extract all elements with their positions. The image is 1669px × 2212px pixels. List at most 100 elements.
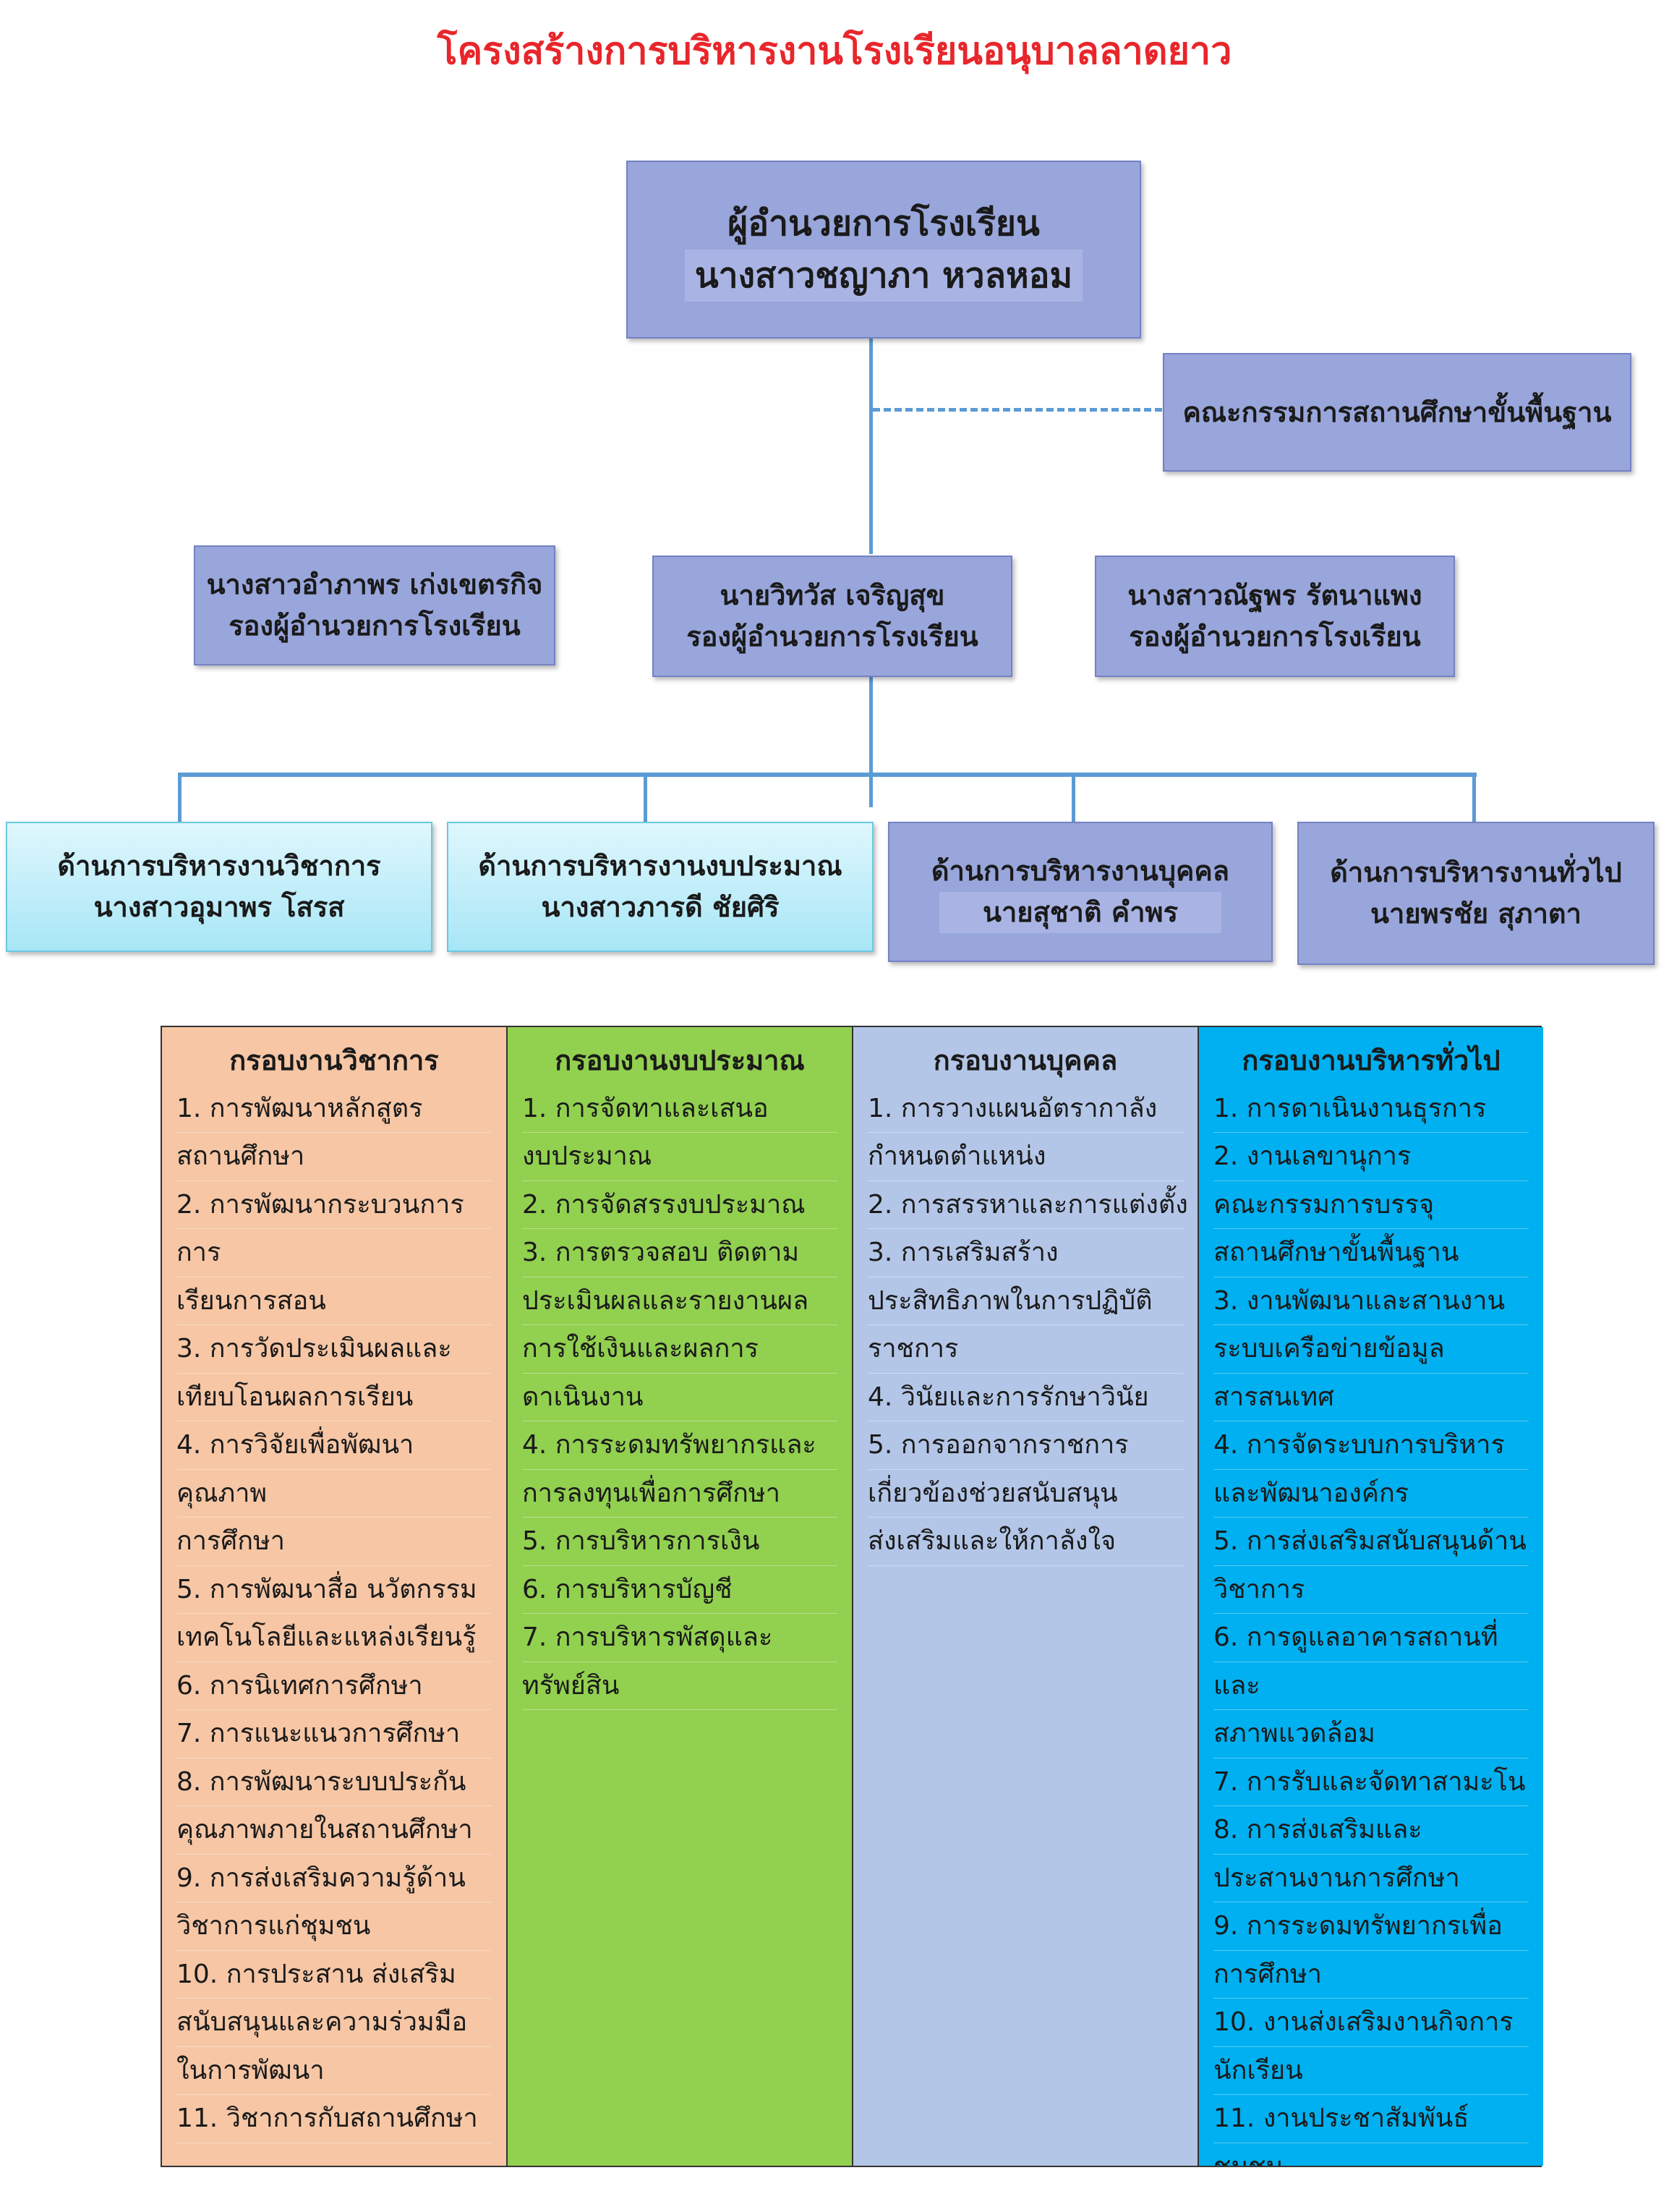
connector-deputy-to-bar <box>869 677 873 807</box>
connector-committee-dashed <box>873 408 1162 412</box>
framework-item: 7. การบริหารพัสดุและ <box>522 1614 837 1662</box>
framework-item: 7. การรับและจัดทาสามะโน <box>1213 1758 1529 1806</box>
framework-item: 5. การพัฒนาสื่อ นวัตกรรม <box>176 1566 492 1614</box>
framework-item: 5. การส่งเสริมสนับสนุนด้าน <box>1213 1518 1529 1566</box>
framework-column-budget: กรอบงานงบประมาณ 1. การจัดทาและเสนองบประม… <box>508 1027 853 2166</box>
framework-item: สถานศึกษาขั้นพื้นฐาน <box>1213 1229 1529 1277</box>
deputy-name: นายวิทวัส เจริญสุข <box>720 579 945 611</box>
framework-item: การลงทุนเพื่อการศึกษา <box>522 1470 837 1518</box>
framework-item: 6. การนิเทศการศึกษา <box>176 1662 492 1710</box>
framework-column-academic: กรอบงานวิชาการ 1. การพัฒนาหลักสูตรสถานศึ… <box>162 1027 508 2166</box>
framework-item: ส่งเสริมและให้กาลังใจ <box>868 1518 1183 1566</box>
framework-item: 3. งานพัฒนาและสานงาน <box>1213 1277 1529 1325</box>
framework-item: 4. วินัยและการรักษาวินัย <box>868 1374 1183 1421</box>
deputy-box-1: นางสาวอำภาพร เก่งเขตรกิจ รองผู้อำนวยการโ… <box>194 545 555 665</box>
framework-item: 8. การพัฒนาระบบประกัน <box>176 1758 492 1806</box>
framework-item: 10. งานส่งเสริมงานกิจการ <box>1213 1999 1529 2047</box>
framework-item: และพัฒนาองค์กร <box>1213 1470 1529 1518</box>
framework-item: 4. การจัดระบบการบริหาร <box>1213 1421 1529 1470</box>
framework-item: ประเมินผลและรายงานผล <box>522 1277 837 1325</box>
framework-header: กรอบงานบุคคล <box>933 1045 1118 1076</box>
framework-header: กรอบงานวิชาการ <box>229 1045 439 1076</box>
framework-item: และ <box>1213 1662 1529 1710</box>
framework-item: ราชการ <box>868 1325 1183 1374</box>
framework-item: 1. การพัฒนาหลักสูตร <box>176 1085 492 1133</box>
director-box: ผู้อำนวยการโรงเรียน นางสาวชญาภา หวลหอม <box>626 161 1141 339</box>
deputy-role: รองผู้อำนวยการโรงเรียน <box>686 621 978 652</box>
framework-item: 3. การเสริมสร้าง <box>868 1229 1183 1277</box>
framework-item: เรียนการสอน <box>176 1277 492 1325</box>
connector-horizontal-bar <box>178 773 1477 777</box>
deputy-role: รองผู้อำนวยการโรงเรียน <box>229 610 521 642</box>
framework-item: การใช้เงินและผลการ <box>522 1325 837 1374</box>
connector-drop-2 <box>644 773 647 825</box>
division-head: นางสาวอุมาพร โสรส <box>93 891 345 923</box>
division-box-budget: ด้านการบริหารงานงบประมาณ นางสาวภารดี ชัย… <box>447 822 874 952</box>
connector-drop-4 <box>1472 773 1476 830</box>
framework-item: 2. การจัดสรรงบประมาณ <box>522 1181 837 1229</box>
division-box-academic: ด้านการบริหารงานวิชาการ นางสาวอุมาพร โสร… <box>6 822 432 952</box>
framework-item: 4. การวิจัยเพื่อพัฒนา <box>176 1421 492 1470</box>
framework-item: นักเรียน <box>1213 2047 1529 2095</box>
division-head: นางสาวภารดี ชัยศิริ <box>541 891 780 923</box>
framework-item: 1. การวางแผนอัตรากาลัง <box>868 1085 1183 1133</box>
framework-item: 9. การระดมทรัพยากรเพื่อ <box>1213 1902 1529 1951</box>
framework-item: วิชาการ <box>1213 1566 1529 1614</box>
division-title: ด้านการบริหารงานวิชาการ <box>57 850 381 882</box>
connector-drop-3 <box>1072 773 1075 825</box>
framework-item: 3. การวัดประเมินผลและ <box>176 1325 492 1374</box>
framework-item: 1. การดาเนินงานธุรการ <box>1213 1085 1529 1133</box>
framework-item: 4. การระดมทรัพยากรและ <box>522 1421 837 1470</box>
framework-item: สนับสนุนและความร่วมมือ <box>176 1999 492 2047</box>
deputy-name: นางสาวณัฐพร รัตนาแพง <box>1127 579 1422 611</box>
director-role: ผู้อำนวยการโรงเรียน <box>727 203 1040 244</box>
framework-item: วิชาการแก่ชุมชน <box>176 1902 492 1951</box>
framework-item: เทคโนโลยีและแหล่งเรียนรู้ <box>176 1614 492 1662</box>
framework-item: ดาเนินงาน <box>522 1374 837 1421</box>
division-title: ด้านการบริหารงานทั่วไป <box>1330 856 1622 888</box>
connector-director-to-deputy <box>869 337 873 554</box>
framework-item: 11. งานประชาสัมพันธ์ <box>1213 2095 1529 2143</box>
framework-item: สารสนเทศ <box>1213 1374 1529 1421</box>
framework-item: งบประมาณ <box>522 1133 837 1181</box>
deputy-role: รองผู้อำนวยการโรงเรียน <box>1129 621 1421 652</box>
deputy-name: นางสาวอำภาพร เก่งเขตรกิจ <box>206 569 543 600</box>
deputy-box-2: นายวิทวัส เจริญสุข รองผู้อำนวยการโรงเรีย… <box>652 556 1012 677</box>
framework-item: เทียบโอนผลการเรียน <box>176 1374 492 1421</box>
framework-item: ชุมชน <box>1213 2143 1529 2166</box>
framework-column-personnel: กรอบงานบุคคล 1. การวางแผนอัตรากาลังกำหนด… <box>853 1027 1199 2166</box>
framework-item: ในการพัฒนา <box>176 2047 492 2095</box>
framework-item: 2. งานเลขานุการ <box>1213 1133 1529 1181</box>
framework-column-general: กรอบงานบริหารทั่วไป 1. การดาเนินงานธุรกา… <box>1199 1027 1543 2166</box>
framework-header: กรอบงานงบประมาณ <box>555 1045 805 1076</box>
framework-item: ประสิทธิภาพในการปฏิบัติ <box>868 1277 1183 1325</box>
framework-item: 7. การแนะแนวการศึกษา <box>176 1710 492 1758</box>
division-title: ด้านการบริหารงานบุคคล <box>931 855 1230 887</box>
framework-item: คณะกรรมการบรรจุ <box>1213 1181 1529 1229</box>
framework-item: ทรัพย์สิน <box>522 1662 837 1710</box>
framework-item: คุณภาพภายในสถานศึกษา <box>176 1806 492 1855</box>
framework-item: 2. การสรรหาและการแต่งตั้ง <box>868 1181 1188 1229</box>
division-box-personnel: ด้านการบริหารงานบุคคล นายสุชาติ คำพร <box>888 822 1273 962</box>
division-title: ด้านการบริหารงานงบประมาณ <box>478 850 842 882</box>
framework-item: ระบบเครือข่ายข้อมูล <box>1213 1325 1529 1374</box>
framework-item: 11. วิชาการกับสถานศึกษา <box>176 2095 492 2143</box>
framework-item: กำหนดตำแหน่ง <box>868 1133 1183 1181</box>
framework-item: การศึกษา <box>1213 1951 1529 1999</box>
framework-item: สถานศึกษา <box>176 1133 492 1181</box>
framework-item: 1. การจัดทาและเสนอ <box>522 1085 837 1133</box>
framework-item: 5. การบริหารการเงิน <box>522 1518 837 1566</box>
framework-item: 6. การดูแลอาคารสถานที่ <box>1213 1614 1529 1662</box>
framework-item: 2. การพัฒนากระบวนการ <box>176 1181 492 1229</box>
division-head: นายพรชัย สุภาตา <box>1370 898 1582 930</box>
framework-item: คุณภาพ <box>176 1470 492 1518</box>
director-name: นางสาวชญาภา หวลหอม <box>684 250 1083 302</box>
framework-item: 10. การประสาน ส่งเสริม <box>176 1951 492 1999</box>
framework-item: สภาพแวดล้อม <box>1213 1710 1529 1758</box>
framework-item: ประสานงานการศึกษา <box>1213 1855 1529 1902</box>
framework-header: กรอบงานบริหารทั่วไป <box>1242 1045 1501 1076</box>
framework-item: 3. การตรวจสอบ ติดตาม <box>522 1229 837 1277</box>
framework-item: เกี่ยวข้องช่วยสนับสนุน <box>868 1470 1183 1518</box>
deputy-box-3: นางสาวณัฐพร รัตนาแพง รองผู้อำนวยการโรงเร… <box>1095 556 1455 677</box>
frameworks-table: กรอบงานวิชาการ 1. การพัฒนาหลักสูตรสถานศึ… <box>161 1026 1543 2167</box>
